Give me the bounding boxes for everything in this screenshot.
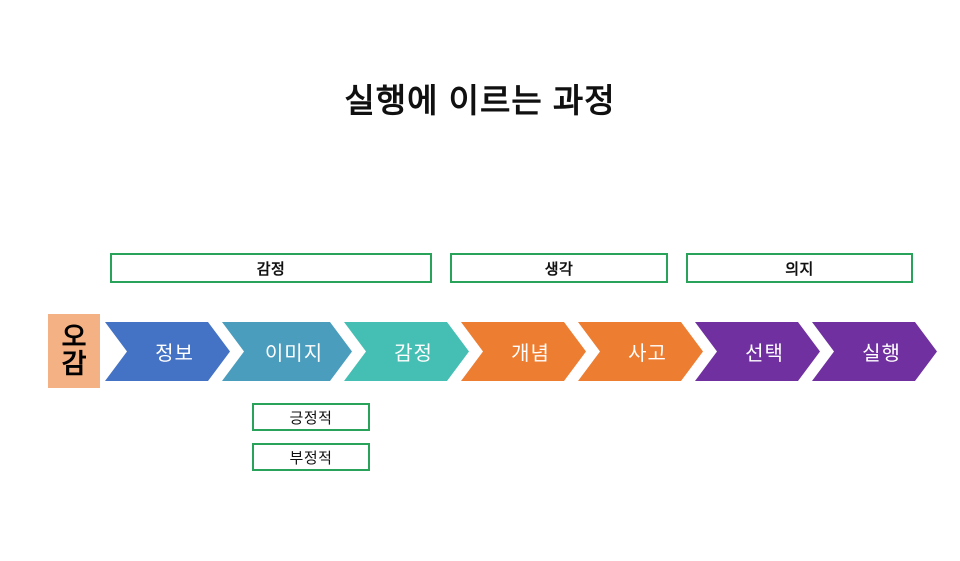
flow-step-information-label: 정보	[155, 343, 194, 365]
flow-step-choice-label: 선택	[745, 343, 784, 365]
flow-step-image[interactable]: 이미지	[222, 322, 352, 381]
category-box-thought[interactable]: 생각	[450, 253, 668, 283]
flow-start-block-line1: 오	[61, 322, 87, 352]
flow-step-image-label: 이미지	[264, 343, 324, 365]
flow-step-emotion-label: 감정	[394, 343, 433, 365]
flow-start-block-line2: 감	[61, 349, 87, 379]
note-box-positive-label: 긍정적	[289, 409, 333, 427]
category-box-will[interactable]: 의지	[686, 253, 913, 283]
category-box-will-label: 의지	[785, 260, 814, 278]
flow-step-thinking-label: 사고	[628, 343, 667, 365]
flow-step-thinking[interactable]: 사고	[578, 322, 703, 381]
note-box-negative-label: 부정적	[289, 449, 333, 467]
category-box-emotion-label: 감정	[256, 260, 286, 278]
flow-step-information[interactable]: 정보	[105, 322, 230, 381]
flow-step-concept-label: 개념	[511, 343, 550, 365]
note-box-positive[interactable]: 긍정적	[252, 403, 370, 431]
flow-step-execution[interactable]: 실행	[812, 322, 937, 381]
flow-step-emotion[interactable]: 감정	[344, 322, 469, 381]
category-box-emotion[interactable]: 감정	[110, 253, 432, 283]
category-box-thought-label: 생각	[544, 260, 574, 278]
flow-step-concept[interactable]: 개념	[461, 322, 586, 381]
flow-step-execution-label: 실행	[862, 343, 901, 365]
page-title: 실행에 이르는 과정	[344, 82, 616, 119]
flow-step-choice[interactable]: 선택	[695, 322, 820, 381]
flow-start-block-five-senses[interactable]: 오 감	[48, 314, 100, 388]
note-box-negative[interactable]: 부정적	[252, 443, 370, 471]
